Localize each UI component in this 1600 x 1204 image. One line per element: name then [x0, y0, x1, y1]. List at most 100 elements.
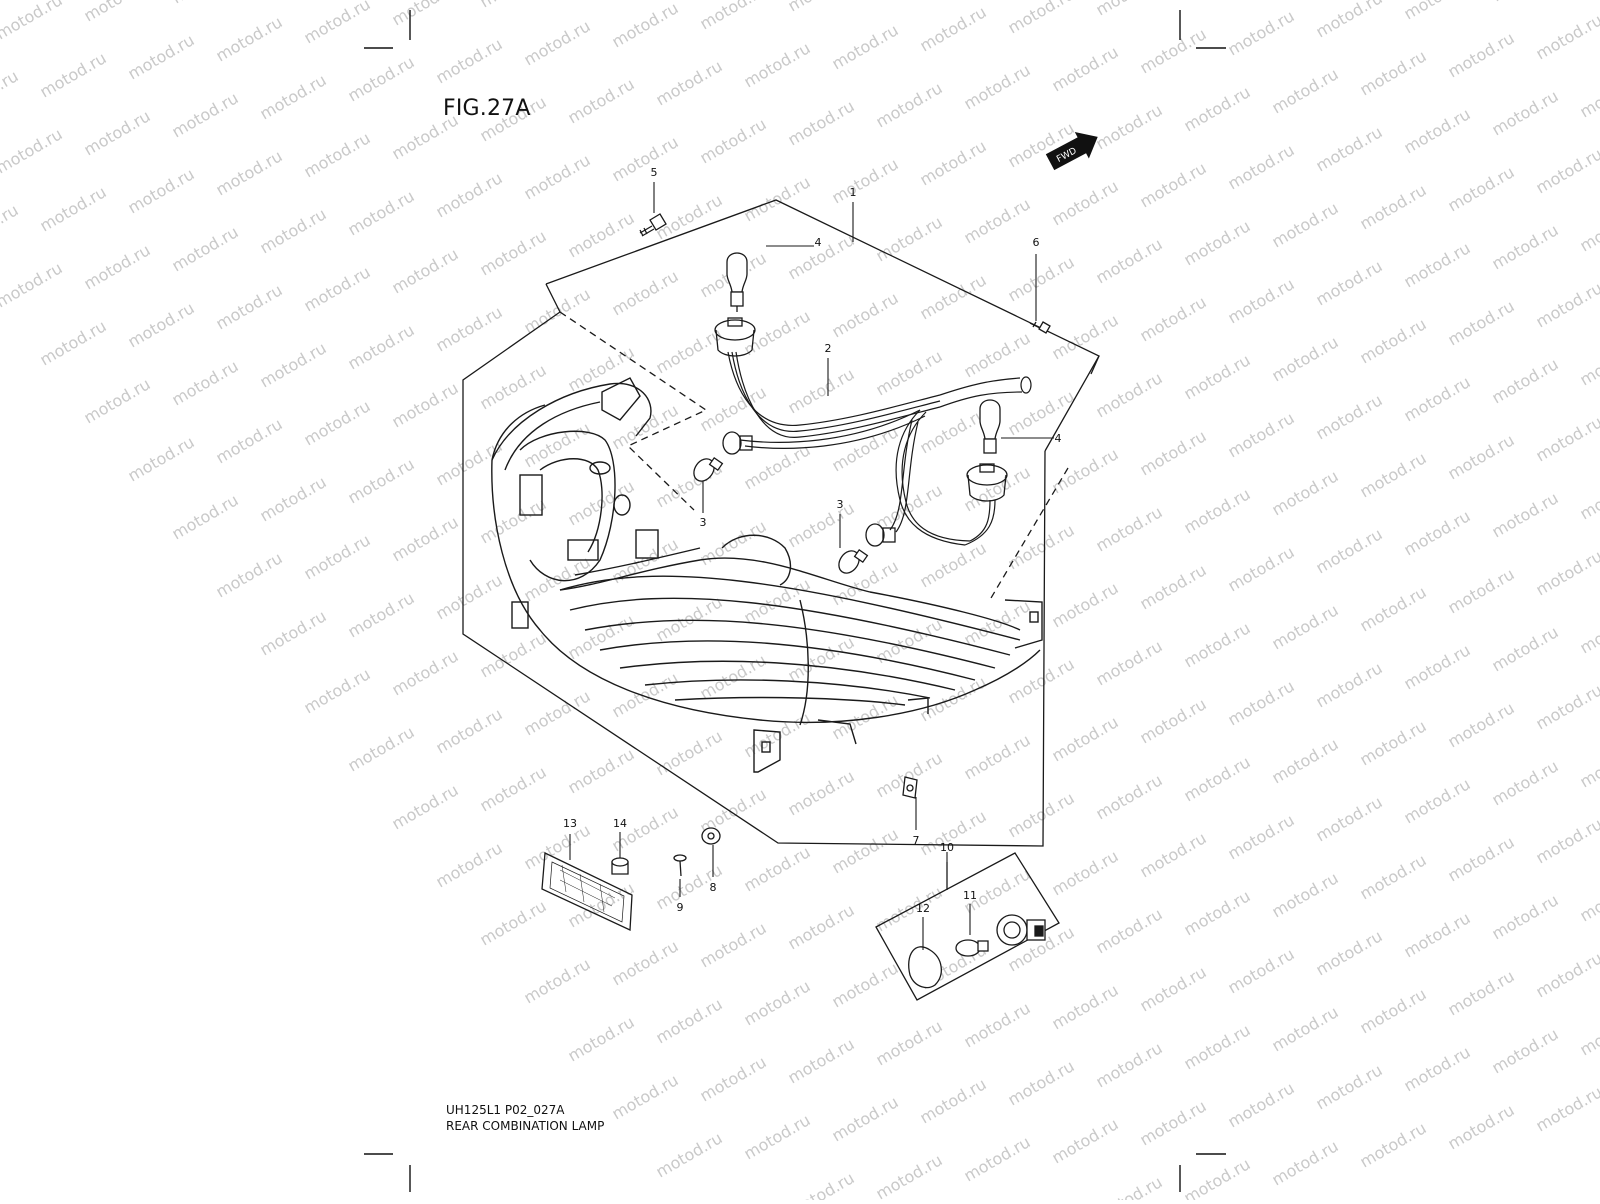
- watermark-text: motod.ru: [1093, 234, 1166, 287]
- watermark-text: motod.ru: [873, 1016, 946, 1069]
- watermark-text: motod.ru: [1445, 1100, 1518, 1153]
- watermark-text: motod.ru: [1225, 676, 1298, 729]
- watermark-text: motod.ru: [301, 0, 374, 47]
- watermark-text: motod.ru: [433, 302, 506, 355]
- watermark-text: motod.ru: [653, 324, 726, 377]
- watermark-text: motod.ru: [1181, 618, 1254, 671]
- watermark-text: motod.ru: [1401, 506, 1474, 559]
- watermark-text: motod.ru: [1577, 872, 1600, 925]
- drawing-code: UH125L1 P02_027A: [446, 1103, 564, 1117]
- watermark-text: motod.ru: [829, 154, 902, 207]
- watermark-text: motod.ru: [1445, 296, 1518, 349]
- watermark-text: motod.ru: [389, 512, 462, 565]
- watermark-text: motod.ru: [81, 374, 154, 427]
- watermark-text: motod.ru: [1533, 1082, 1600, 1135]
- watermark-text: motod.ru: [653, 190, 726, 243]
- watermark-text: motod.ru: [1225, 6, 1298, 59]
- callout-1: 1: [850, 186, 857, 199]
- watermark-text: motod.ru: [81, 106, 154, 159]
- watermark-text: motod.ru: [609, 132, 682, 185]
- watermark-text: motod.ru: [829, 1092, 902, 1145]
- watermark-text: motod.ru: [1577, 1006, 1600, 1059]
- callout-13: 13: [563, 817, 577, 830]
- watermark-text: motod.ru: [1137, 158, 1210, 211]
- watermark-text: motod.ru: [477, 0, 550, 11]
- watermark-text: motod.ru: [917, 2, 990, 55]
- watermark-text: motod.ru: [1269, 64, 1342, 117]
- watermark-text: motod.ru: [1313, 1060, 1386, 1113]
- callout-7: 7: [913, 834, 920, 847]
- watermark-text: motod.ru: [1137, 694, 1210, 747]
- watermark-text: motod.ru: [565, 1012, 638, 1065]
- watermark-text: motod.ru: [653, 1128, 726, 1181]
- watermark-text: motod.ru: [1533, 546, 1600, 599]
- watermark-text: motod.ru: [873, 212, 946, 265]
- watermark-text: motod.ru: [1489, 488, 1562, 541]
- watermark-text: motod.ru: [433, 704, 506, 757]
- watermark-text: motod.ru: [565, 342, 638, 395]
- watermark-text: motod.ru: [1357, 448, 1430, 501]
- watermark-text: motod.ru: [1313, 256, 1386, 309]
- watermark-text: motod.ru: [1313, 524, 1386, 577]
- watermark-text: motod.ru: [917, 538, 990, 591]
- figure-title: FIG.27A: [443, 96, 531, 121]
- watermark-text: motod.ru: [1225, 542, 1298, 595]
- watermark-text: motod.ru: [1313, 122, 1386, 175]
- watermark-text: motod.ru: [433, 168, 506, 221]
- watermark-text: motod.ru: [433, 436, 506, 489]
- watermark-text: motod.ru: [697, 114, 770, 167]
- watermark-text: motod.ru: [37, 316, 110, 369]
- watermark-text: motod.ru: [1445, 966, 1518, 1019]
- lens-cover-12-icon: [909, 947, 942, 988]
- watermark-text: motod.ru: [1577, 604, 1600, 657]
- watermark-text: motod.ru: [741, 172, 814, 225]
- watermark-text: motod.ru: [1225, 1078, 1298, 1131]
- watermark-text: motod.ru: [257, 338, 330, 391]
- watermark-text: motod.ru: [961, 328, 1034, 381]
- watermark-text: motod.ru: [1181, 1020, 1254, 1073]
- watermark-text: motod.ru: [917, 136, 990, 189]
- watermark-text: motod.ru: [433, 570, 506, 623]
- watermark-text: motod.ru: [565, 610, 638, 663]
- watermark-text: motod.ru: [1577, 202, 1600, 255]
- callout-12: 12: [916, 902, 930, 915]
- watermark-text: motod.ru: [1401, 774, 1474, 827]
- callout-3-right: 3: [837, 498, 844, 511]
- watermark-text: motod.ru: [1005, 520, 1078, 573]
- callout-9: 9: [677, 901, 684, 914]
- callout-11: 11: [963, 889, 977, 902]
- watermark-text: motod.ru: [1577, 68, 1600, 121]
- watermark-text: motod.ru: [1313, 658, 1386, 711]
- watermark-text: motod.ru: [961, 998, 1034, 1051]
- watermark-text: motod.ru: [961, 60, 1034, 113]
- watermark-text: motod.ru: [1445, 162, 1518, 215]
- watermark-text: motod.ru: [1269, 868, 1342, 921]
- watermark-text: motod.ru: [1357, 582, 1430, 635]
- watermark-text: motod.ru: [521, 16, 594, 69]
- watermark-text: motod.ru: [1533, 680, 1600, 733]
- watermark-text: motod.ru: [1445, 564, 1518, 617]
- watermark-text: motod.ru: [1225, 810, 1298, 863]
- watermark-text: motod.ru: [1181, 484, 1254, 537]
- watermark-text: motod.ru: [1489, 756, 1562, 809]
- watermark-text: motod.ru: [961, 730, 1034, 783]
- watermark-text: motod.ru: [477, 896, 550, 949]
- watermark-text: motod.ru: [1313, 926, 1386, 979]
- watermark-text: motod.ru: [1357, 1118, 1430, 1171]
- watermark-text: motod.ru: [345, 186, 418, 239]
- watermark-text: motod.ru: [1445, 832, 1518, 885]
- watermark-text: motod.ru: [873, 78, 946, 131]
- watermark-text: motod.ru: [653, 726, 726, 779]
- watermark-text: motod.ru: [609, 668, 682, 721]
- watermark-text: motod.ru: [697, 1052, 770, 1105]
- watermark-text: motod.ru: [697, 650, 770, 703]
- watermark-text: motod.ru: [917, 270, 990, 323]
- watermark-text: motod.ru: [257, 204, 330, 257]
- watermark-text: motod.ru: [1533, 144, 1600, 197]
- watermark-text: motod.ru: [741, 38, 814, 91]
- watermark-text: motod.ru: [829, 20, 902, 73]
- watermark-text: motod.ru: [1445, 430, 1518, 483]
- watermark-text: motod.ru: [1445, 698, 1518, 751]
- watermark-text: motod.ru: [169, 0, 242, 7]
